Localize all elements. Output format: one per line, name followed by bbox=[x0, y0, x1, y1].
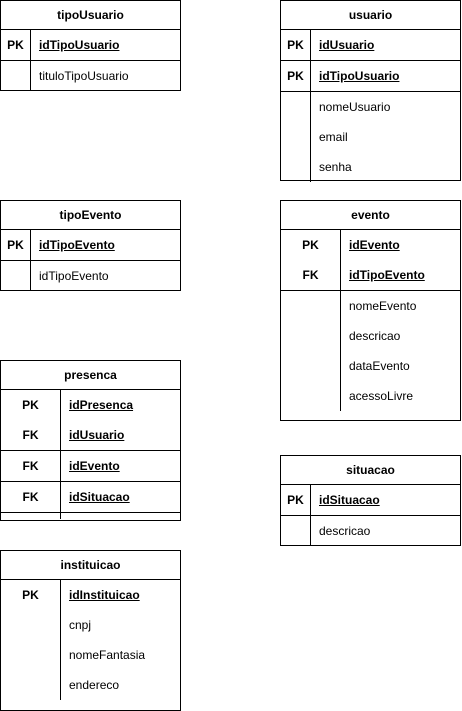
key-label bbox=[281, 516, 311, 546]
table-title: evento bbox=[281, 201, 460, 230]
table-row[interactable]: tituloTipoUsuario bbox=[1, 61, 180, 91]
table-row[interactable]: PK idInstituicao bbox=[1, 580, 180, 610]
table-row[interactable]: PK idPresenca bbox=[1, 390, 180, 420]
field-name: idTipoEvento bbox=[349, 268, 425, 282]
field-name: acessoLivre bbox=[349, 389, 414, 403]
key-label bbox=[281, 152, 311, 182]
field-name: idEvento bbox=[349, 238, 400, 252]
key-label: PK bbox=[281, 30, 311, 60]
table-title: instituicao bbox=[1, 551, 180, 580]
key-label bbox=[281, 351, 341, 381]
field-name: idTipoEvento bbox=[39, 269, 109, 283]
table-row[interactable]: nomeUsuario bbox=[281, 92, 460, 122]
field-name: idPresenca bbox=[69, 398, 134, 412]
table-presenca[interactable]: presenca PK idPresenca FK idUsuario FK i… bbox=[0, 360, 181, 521]
key-label bbox=[1, 261, 31, 291]
table-situacao[interactable]: situacao PK idSituacao descricao bbox=[280, 455, 461, 546]
field-name: endereco bbox=[69, 678, 120, 692]
table-row[interactable]: dataEvento bbox=[281, 351, 460, 381]
table-row[interactable]: PK idSituacao bbox=[281, 485, 460, 516]
key-label bbox=[281, 381, 341, 411]
key-label: PK bbox=[1, 230, 31, 260]
key-label bbox=[281, 92, 311, 122]
key-label: PK bbox=[1, 30, 31, 60]
table-row[interactable]: PK idTipoUsuario bbox=[1, 30, 180, 61]
field-name: nomeEvento bbox=[349, 299, 417, 313]
field-name: cnpj bbox=[69, 618, 92, 632]
field-name: idUsuario bbox=[319, 38, 375, 52]
table-row[interactable]: PK idUsuario bbox=[281, 30, 460, 61]
field-cell-empty bbox=[61, 513, 180, 519]
key-label bbox=[1, 610, 61, 640]
field-name: senha bbox=[319, 160, 352, 174]
field-name: idEvento bbox=[69, 459, 120, 473]
table-row[interactable]: PK idEvento bbox=[281, 230, 460, 260]
key-label: FK bbox=[1, 482, 61, 512]
table-row[interactable]: FK idEvento bbox=[1, 451, 180, 482]
field-name: tituloTipoUsuario bbox=[39, 69, 129, 83]
table-instituicao[interactable]: instituicao PK idInstituicao cnpj nomeFa… bbox=[0, 550, 181, 711]
table-row[interactable]: PK idTipoUsuario bbox=[281, 61, 460, 92]
field-name: idSituacao bbox=[319, 493, 380, 507]
table-row[interactable]: email bbox=[281, 122, 460, 152]
table-row[interactable]: senha bbox=[281, 152, 460, 182]
table-title: tipoUsuario bbox=[1, 1, 180, 30]
key-label: PK bbox=[1, 580, 61, 610]
table-usuario[interactable]: usuario PK idUsuario PK idTipoUsuario no… bbox=[280, 0, 461, 182]
table-row[interactable]: descricao bbox=[281, 516, 460, 546]
table-evento[interactable]: evento PK idEvento FK idTipoEvento nomeE… bbox=[280, 200, 461, 421]
table-row[interactable]: idTipoEvento bbox=[1, 261, 180, 291]
key-label bbox=[1, 61, 31, 91]
field-name: idTipoUsuario bbox=[39, 38, 120, 52]
field-name: idTipoEvento bbox=[39, 238, 115, 252]
field-name: descricao bbox=[349, 329, 401, 343]
key-label bbox=[1, 670, 61, 700]
key-label: FK bbox=[1, 451, 61, 481]
field-name: descricao bbox=[319, 524, 371, 538]
key-label: PK bbox=[1, 390, 61, 420]
key-label bbox=[281, 122, 311, 152]
table-title: situacao bbox=[281, 456, 460, 485]
key-label: PK bbox=[281, 485, 311, 515]
field-name: idTipoUsuario bbox=[319, 69, 400, 83]
field-name: email bbox=[319, 130, 348, 144]
table-row[interactable]: nomeEvento bbox=[281, 291, 460, 321]
key-label bbox=[281, 321, 341, 351]
table-row[interactable]: PK idTipoEvento bbox=[1, 230, 180, 261]
table-tipoUsuario[interactable]: tipoUsuario PK idTipoUsuario tituloTipoU… bbox=[0, 0, 181, 91]
key-label: PK bbox=[281, 230, 341, 260]
field-name: nomeUsuario bbox=[319, 100, 391, 114]
table-tipoEvento[interactable]: tipoEvento PK idTipoEvento idTipoEvento bbox=[0, 200, 181, 291]
field-name: dataEvento bbox=[349, 359, 410, 373]
table-row-empty bbox=[1, 513, 180, 519]
field-name: idUsuario bbox=[69, 428, 125, 442]
field-name: idSituacao bbox=[69, 490, 130, 504]
key-label: PK bbox=[281, 61, 311, 91]
key-label: FK bbox=[1, 420, 61, 450]
key-label bbox=[281, 291, 341, 321]
table-row[interactable]: nomeFantasia bbox=[1, 640, 180, 670]
key-cell-empty bbox=[1, 513, 61, 519]
table-title: tipoEvento bbox=[1, 201, 180, 230]
field-name: nomeFantasia bbox=[69, 648, 146, 662]
table-row[interactable]: endereco bbox=[1, 670, 180, 700]
table-row[interactable]: FK idSituacao bbox=[1, 482, 180, 513]
table-row[interactable]: acessoLivre bbox=[281, 381, 460, 411]
table-row[interactable]: descricao bbox=[281, 321, 460, 351]
field-name: idInstituicao bbox=[69, 588, 140, 602]
key-label: FK bbox=[281, 260, 341, 290]
table-row[interactable]: cnpj bbox=[1, 610, 180, 640]
key-label bbox=[1, 640, 61, 670]
table-row[interactable]: FK idUsuario bbox=[1, 420, 180, 451]
table-row[interactable]: FK idTipoEvento bbox=[281, 260, 460, 291]
table-title: presenca bbox=[1, 361, 180, 390]
table-title: usuario bbox=[281, 1, 460, 30]
